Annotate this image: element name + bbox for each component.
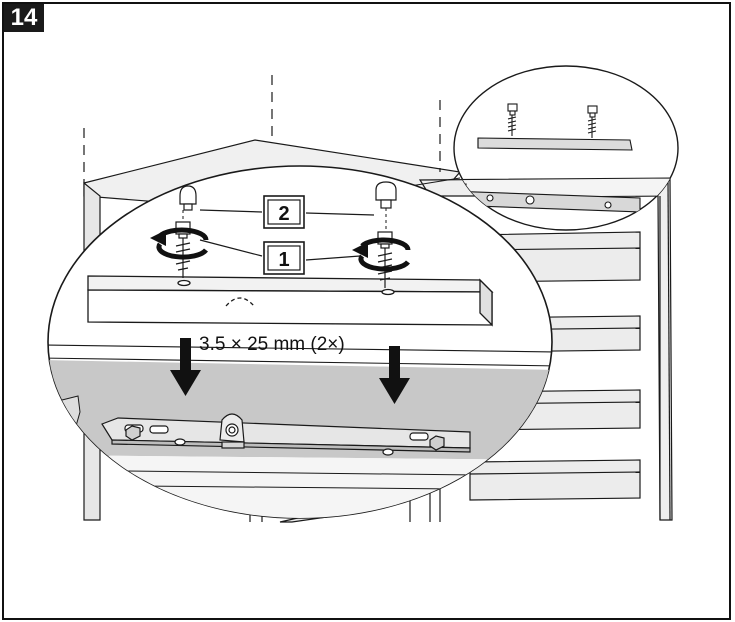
- screw-small-right: [587, 105, 598, 138]
- wooden-strip: [87, 275, 494, 327]
- screw-dimension-label: 3.5 × 25 mm (2×): [199, 334, 345, 355]
- screw-axis-lines: [182, 208, 387, 232]
- screw-small-left: [507, 103, 518, 136]
- mounting-plate: [101, 413, 471, 456]
- cover-cap-right: [375, 181, 397, 209]
- callout-1-label: 1: [278, 249, 289, 271]
- callout-2-label: 2: [278, 203, 289, 225]
- rotation-arrow-left-icon: [150, 227, 209, 260]
- rotation-arrow-right-icon: [352, 237, 411, 272]
- down-arrow-right-icon: [379, 346, 410, 404]
- step-number-badge: 14: [4, 4, 44, 32]
- callout-1: 1: [263, 241, 305, 275]
- cover-cap-left: [179, 185, 197, 211]
- down-arrow-left-icon: [170, 338, 201, 396]
- alignment-guides: [83, 75, 441, 183]
- callout-leaders: [199, 209, 375, 261]
- callout-2: 2: [263, 195, 305, 229]
